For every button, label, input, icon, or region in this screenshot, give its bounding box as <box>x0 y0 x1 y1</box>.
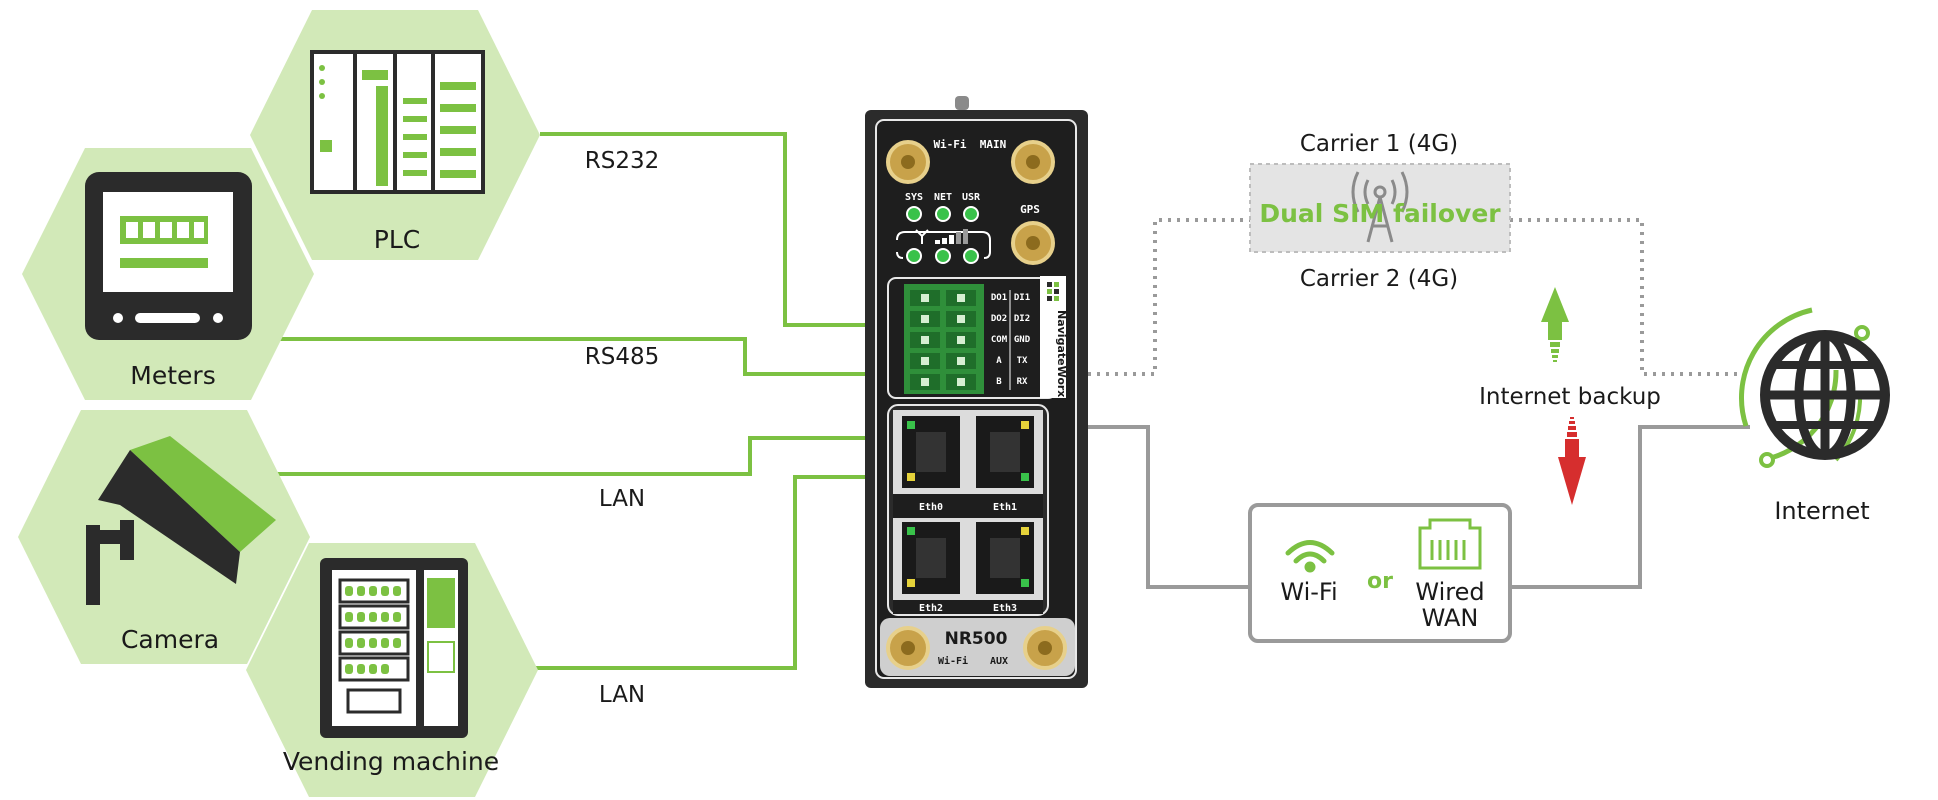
eth2-port[interactable] <box>902 522 960 594</box>
led-usr <box>963 206 979 222</box>
wan-wired-label-line1: Wired <box>1415 578 1484 606</box>
signal-led-1 <box>906 248 922 264</box>
brand-logo-icon <box>1047 282 1059 301</box>
signal-strength-icon <box>896 229 991 259</box>
signal-led-3 <box>963 248 979 264</box>
backup-up-arrow-icon <box>1541 287 1569 362</box>
rs232-label: RS232 <box>585 148 659 174</box>
meters-label: Meters <box>130 361 215 390</box>
io-labels: DO1 DI1 DO2 DI2 COM GND A TX B RX <box>991 293 1031 387</box>
cellular-dotted-line-left <box>1088 218 1250 376</box>
wan-options-box <box>1248 503 1512 643</box>
led-label-net: NET <box>934 192 952 203</box>
router-model: NR500 <box>945 629 1008 649</box>
internet-globe-icon <box>1739 307 1890 468</box>
rs485-label: RS485 <box>585 344 659 370</box>
wan-line-right <box>1510 425 1750 589</box>
eth1-label: Eth1 <box>993 502 1017 513</box>
lan-bottom-line <box>535 475 865 670</box>
brand-name: NavigateWorx <box>1055 310 1068 397</box>
internet-label: Internet <box>1774 497 1869 525</box>
meters-icon <box>85 172 252 340</box>
io-label-do1: DO1 <box>991 293 1007 303</box>
dual-sim-failover-label: Dual SIM failover <box>1259 199 1501 228</box>
rs485-line <box>275 337 865 376</box>
lan-top-label: LAN <box>599 486 645 512</box>
camera-icon <box>86 436 276 605</box>
eth3-label: Eth3 <box>993 603 1017 614</box>
eth0-label: Eth0 <box>919 502 943 513</box>
io-label-di2: DI2 <box>1014 314 1030 324</box>
io-label-a: A <box>996 356 1002 366</box>
wan-wifi-label: Wi-Fi <box>1280 578 1337 606</box>
plc-label: PLC <box>374 225 420 254</box>
vending-machine-label: Vending machine <box>283 747 499 776</box>
antenna-label-gps: GPS <box>1020 203 1040 216</box>
io-label-tx: TX <box>1017 356 1028 366</box>
signal-led-2 <box>935 248 951 264</box>
led-net <box>935 206 951 222</box>
antenna-label-wifi-top: Wi-Fi <box>933 138 966 151</box>
plc-icon <box>310 50 485 194</box>
connection-lines <box>275 132 1750 670</box>
wan-or-label: or <box>1367 569 1393 594</box>
cellular-dotted-line-right <box>1510 218 1742 376</box>
eth1-port[interactable] <box>976 416 1034 488</box>
lan-top-line <box>275 436 865 476</box>
led-sys <box>906 206 922 222</box>
led-label-sys: SYS <box>905 192 923 203</box>
wan-wired-label-line2: WAN <box>1422 604 1479 632</box>
vending-machine-icon <box>320 558 468 738</box>
internet-backup-label: Internet backup <box>1479 384 1661 410</box>
carrier2-label: Carrier 2 (4G) <box>1300 266 1458 292</box>
rs232-line <box>540 132 865 327</box>
carrier1-label: Carrier 1 (4G) <box>1300 131 1458 157</box>
eth0-port[interactable] <box>902 416 960 488</box>
antenna-label-main: MAIN <box>980 138 1007 151</box>
wifi-icon <box>1285 540 1335 573</box>
lan-bottom-label: LAN <box>599 682 645 708</box>
antenna-label-wifi-bottom: Wi-Fi <box>938 655 968 667</box>
antenna-label-aux: AUX <box>990 656 1008 667</box>
io-label-di1: DI1 <box>1014 293 1030 303</box>
io-label-do2: DO2 <box>991 314 1007 324</box>
cell-tower-icon <box>1351 171 1409 243</box>
io-label-com: COM <box>991 335 1008 345</box>
io-label-rx: RX <box>1017 377 1028 387</box>
backup-down-arrow-icon <box>1558 417 1586 505</box>
camera-label: Camera <box>121 625 219 654</box>
io-label-b: B <box>996 377 1002 387</box>
router-device: Wi-Fi MAIN GPS SYS NET USR <box>865 96 1088 688</box>
dual-sim-box <box>1249 163 1511 253</box>
ethernet-jack-icon <box>1418 518 1482 570</box>
io-label-gnd: GND <box>1014 335 1031 345</box>
eth3-port[interactable] <box>976 522 1034 594</box>
wan-line-left <box>1080 425 1250 589</box>
eth2-label: Eth2 <box>919 603 943 614</box>
led-label-usr: USR <box>962 192 981 203</box>
brand-strip <box>1040 276 1066 398</box>
